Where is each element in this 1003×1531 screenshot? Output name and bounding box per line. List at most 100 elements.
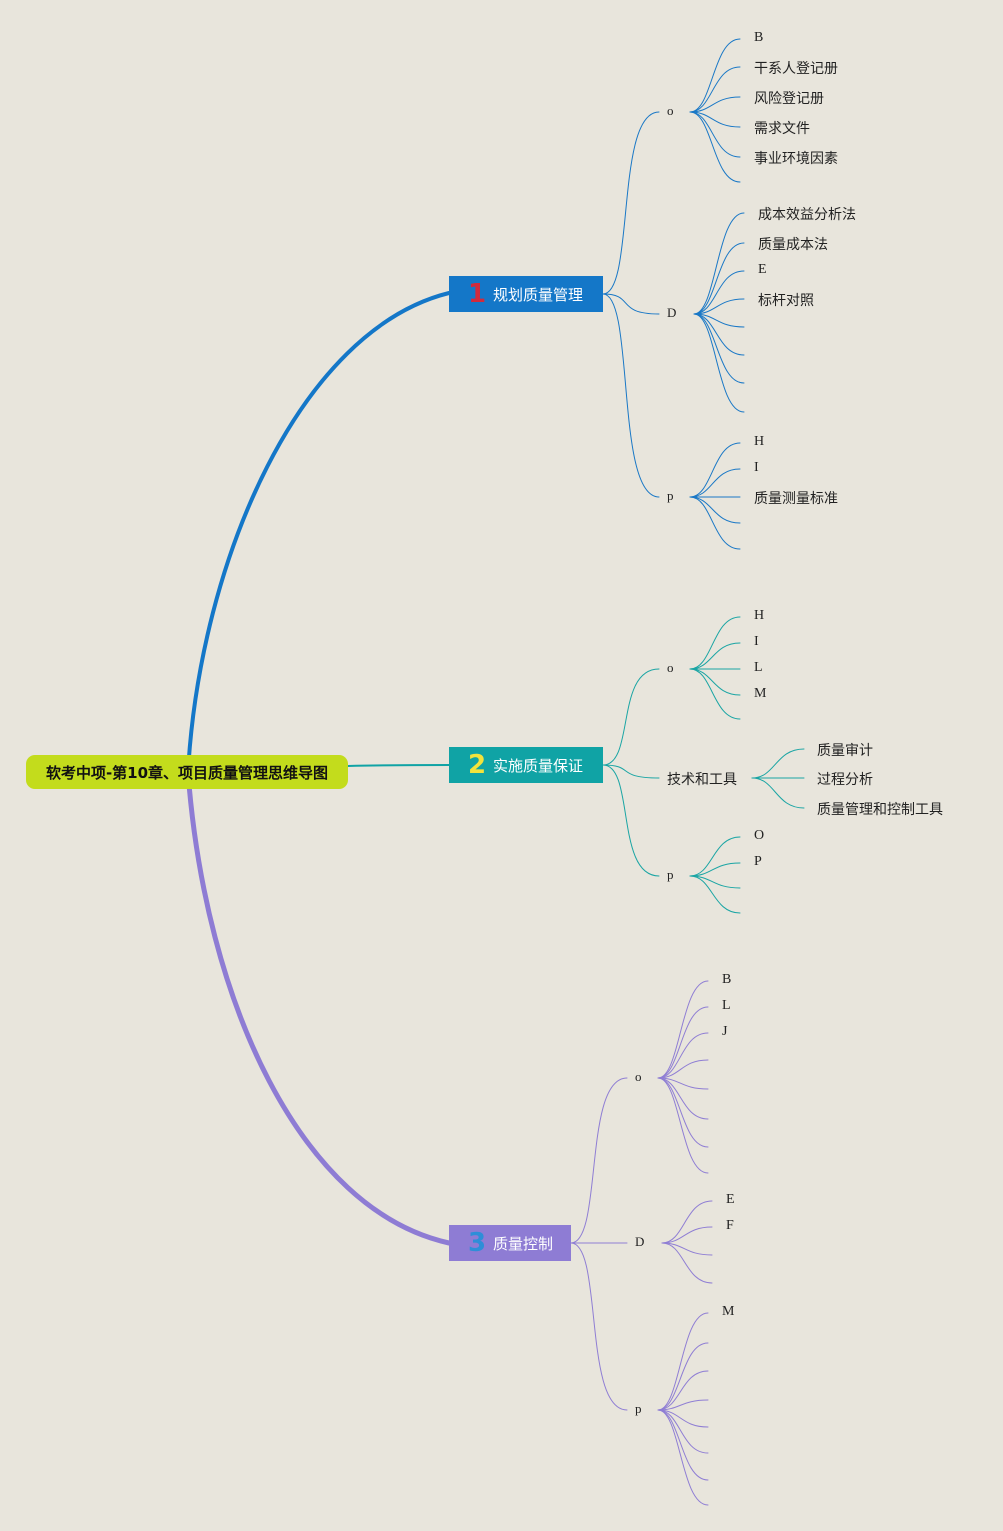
connector-item-3-3-3 xyxy=(657,1370,709,1411)
connector-branch-1-group-1 xyxy=(602,111,660,295)
connector-item-3-1-8 xyxy=(657,1077,709,1174)
connector-item-1-3-1 xyxy=(689,442,741,498)
connector-item-1-1-1 xyxy=(689,38,741,113)
connector-item-3-1-6 xyxy=(657,1077,709,1120)
item-2-3-1[interactable]: O xyxy=(754,828,765,843)
item-2-1-2[interactable]: I xyxy=(754,634,759,649)
connector-item-3-3-8 xyxy=(657,1409,709,1506)
connector-branch-3-group-3 xyxy=(570,1242,628,1411)
group-label-3-3[interactable]: p xyxy=(635,1401,642,1416)
item-2-1-3[interactable]: L xyxy=(754,660,763,675)
group-label-1-1[interactable]: o xyxy=(667,103,674,118)
connector-item-1-2-7 xyxy=(693,313,745,384)
connector-item-1-3-2 xyxy=(689,468,741,498)
item-2-1-1[interactable]: H xyxy=(754,608,765,623)
item-2-2-2[interactable]: 过程分析 xyxy=(817,772,873,788)
branch-label: 质量控制 xyxy=(493,1234,554,1253)
connector-item-2-3-4 xyxy=(689,875,741,914)
branch-quality-control[interactable]: 3 质量控制 xyxy=(449,1225,571,1261)
connector-item-3-3-5 xyxy=(657,1409,709,1428)
connector-item-1-2-8 xyxy=(693,313,745,413)
connector-item-3-2-1 xyxy=(661,1200,713,1244)
item-1-3-3[interactable]: 质量测量标准 xyxy=(754,491,838,507)
connector-item-2-1-5 xyxy=(689,668,741,720)
connector-item-1-2-2 xyxy=(693,242,745,315)
connector-item-3-3-2 xyxy=(657,1342,709,1411)
connector-root-branch-2 xyxy=(347,764,450,767)
branch-label: 规划质量管理 xyxy=(493,285,584,304)
item-1-3-1[interactable]: H xyxy=(754,434,765,449)
branch-plan-quality[interactable]: 1 规划质量管理 xyxy=(449,276,603,312)
connector-root-branch-1 xyxy=(186,291,451,774)
item-1-1-2[interactable]: 干系人登记册 xyxy=(754,61,838,77)
group-label-1-2[interactable]: D xyxy=(667,305,677,320)
connector-item-3-1-3 xyxy=(657,1032,709,1079)
item-1-1-1[interactable]: B xyxy=(754,30,764,45)
item-3-1-3[interactable]: J xyxy=(722,1024,728,1039)
connector-item-1-2-4 xyxy=(693,298,745,315)
item-1-1-3[interactable]: 风险登记册 xyxy=(754,91,824,107)
connector-item-1-3-5 xyxy=(689,496,741,550)
item-3-1-2[interactable]: L xyxy=(722,998,731,1013)
connector-item-1-2-3 xyxy=(693,270,745,315)
item-3-1-1[interactable]: B xyxy=(722,972,732,987)
connector-item-2-2-1 xyxy=(751,748,805,779)
connector-item-3-3-1 xyxy=(657,1312,709,1411)
connector-item-1-3-4 xyxy=(689,496,741,524)
number-badge-2: 2 xyxy=(467,750,487,780)
connector-item-3-3-4 xyxy=(657,1399,709,1411)
item-2-2-3[interactable]: 质量管理和控制工具 xyxy=(817,802,943,818)
connector-branch-1-group-3 xyxy=(602,293,660,498)
item-2-3-2[interactable]: P xyxy=(754,854,762,869)
group-label-1-3[interactable]: p xyxy=(667,488,674,503)
item-1-2-4[interactable]: 标杆对照 xyxy=(758,293,814,309)
item-3-3-1[interactable]: M xyxy=(722,1304,735,1319)
group-label-2-2[interactable]: 技术和工具 xyxy=(667,772,737,788)
connector-root-branch-3 xyxy=(185,769,452,1246)
connector-item-3-2-2 xyxy=(661,1226,713,1244)
connector-item-1-2-1 xyxy=(693,212,745,315)
root-topic[interactable]: 软考中项-第10章、项目质量管理思维导图 xyxy=(26,755,348,789)
connector-item-1-1-3 xyxy=(689,96,741,113)
connector-item-2-2-3 xyxy=(751,777,805,809)
connector-item-2-3-2 xyxy=(689,862,741,877)
connector-item-3-1-1 xyxy=(657,980,709,1079)
connector-item-3-1-2 xyxy=(657,1006,709,1079)
connector-item-2-1-4 xyxy=(689,668,741,696)
connector-branch-2-group-2 xyxy=(602,764,660,779)
group-label-3-1[interactable]: o xyxy=(635,1069,642,1084)
item-2-1-4[interactable]: M xyxy=(754,686,767,701)
item-3-2-2[interactable]: F xyxy=(726,1218,734,1233)
number-badge-1: 1 xyxy=(467,279,487,309)
item-1-1-4[interactable]: 需求文件 xyxy=(754,121,810,137)
item-3-2-1[interactable]: E xyxy=(726,1192,735,1207)
connector-item-1-1-6 xyxy=(689,111,741,183)
item-1-2-3[interactable]: E xyxy=(758,262,767,277)
connector-item-2-1-1 xyxy=(689,616,741,670)
connector-item-1-1-2 xyxy=(689,66,741,113)
item-1-2-2[interactable]: 质量成本法 xyxy=(758,237,828,253)
item-1-3-2[interactable]: I xyxy=(754,460,759,475)
item-1-1-5[interactable]: 事业环境因素 xyxy=(754,151,838,167)
connector-item-3-1-4 xyxy=(657,1059,709,1079)
item-1-2-1[interactable]: 成本效益分析法 xyxy=(758,207,856,223)
branch-label: 实施质量保证 xyxy=(493,756,584,775)
connector-item-2-3-1 xyxy=(689,836,741,877)
group-label-2-3[interactable]: p xyxy=(667,867,674,882)
connector-item-3-3-6 xyxy=(657,1409,709,1454)
number-badge-3: 3 xyxy=(467,1228,487,1258)
item-2-2-1[interactable]: 质量审计 xyxy=(817,743,873,759)
group-label-2-1[interactable]: o xyxy=(667,660,674,675)
branch-quality-assurance[interactable]: 2 实施质量保证 xyxy=(449,747,603,783)
connector-item-1-1-5 xyxy=(689,111,741,158)
connector-branch-2-group-3 xyxy=(602,764,660,877)
connector-item-2-1-2 xyxy=(689,642,741,670)
group-label-3-2[interactable]: D xyxy=(635,1234,645,1249)
connector-item-3-3-7 xyxy=(657,1409,709,1481)
connector-item-1-2-6 xyxy=(693,313,745,356)
connector-branch-2-group-1 xyxy=(602,668,660,766)
connector-branch-3-group-1 xyxy=(570,1077,628,1244)
root-title: 软考中项-第10章、项目质量管理思维导图 xyxy=(45,763,329,782)
connector-branch-1-group-2 xyxy=(602,293,660,315)
